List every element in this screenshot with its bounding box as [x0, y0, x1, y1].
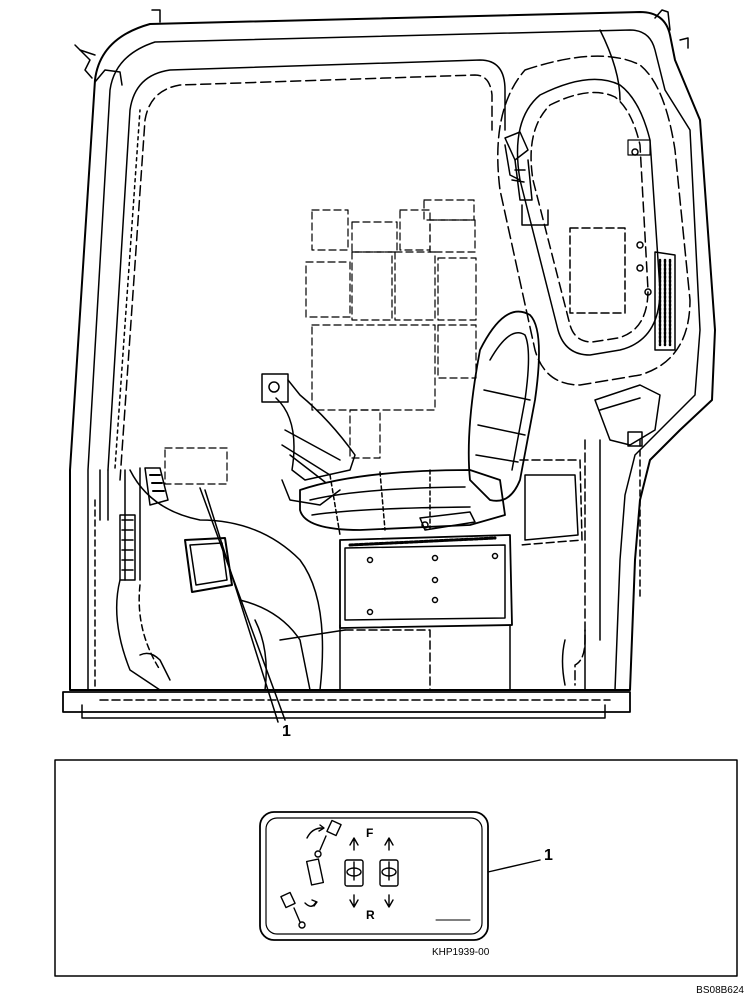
forward-label: F	[366, 826, 373, 840]
cab-frame	[62, 9, 716, 719]
right-console	[561, 251, 676, 691]
front-window	[99, 59, 506, 521]
detail-frame	[54, 759, 738, 977]
detail-callout-number: 1	[544, 847, 553, 864]
travel-decal	[259, 811, 489, 941]
detail-callout-leader	[487, 859, 541, 873]
reverse-label: R	[366, 908, 375, 922]
cab-callout-number: 1	[282, 723, 291, 740]
side-window	[497, 55, 691, 386]
left-console-pedals	[94, 467, 346, 691]
control-lever	[261, 373, 356, 506]
decal-pictograms	[280, 819, 471, 929]
operator-seat	[299, 310, 540, 536]
cab-callout-leaders	[199, 487, 286, 723]
figure-id: BS08B624	[696, 985, 744, 996]
decal-part-code: KHP1939-00	[432, 947, 490, 958]
seat-base-console	[339, 459, 583, 691]
decal-placeholders	[164, 199, 477, 485]
dome-light-assembly	[504, 131, 549, 226]
